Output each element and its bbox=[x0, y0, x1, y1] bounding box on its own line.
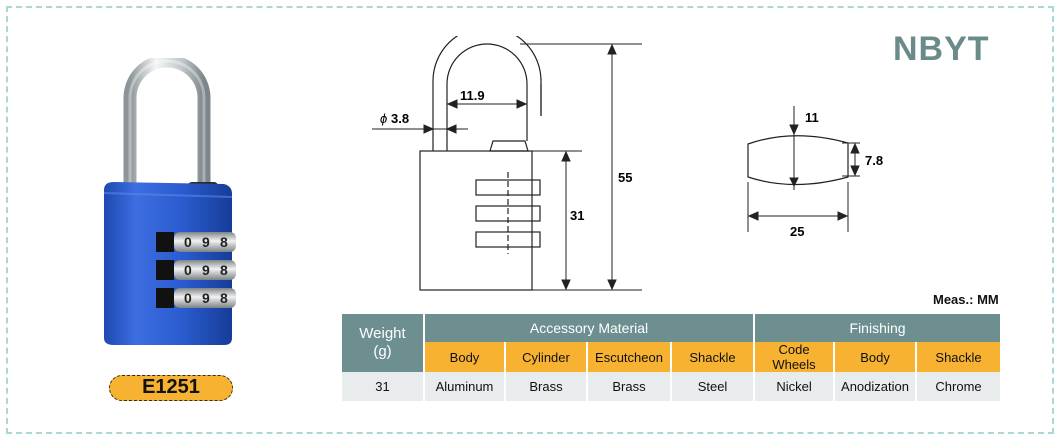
col-header: Code Wheels bbox=[753, 342, 835, 372]
table-cell: Brass bbox=[504, 372, 587, 401]
spec-table: Weight (g) Accessory Material Finishing … bbox=[342, 314, 1001, 401]
side-view-drawing: 11 7.8 25 bbox=[747, 106, 883, 238]
table-cell: Aluminum bbox=[423, 372, 505, 401]
col-header: Escutcheon bbox=[586, 342, 671, 372]
dim-side-width: 25 bbox=[790, 224, 804, 238]
col-header: Cylinder bbox=[504, 342, 587, 372]
col-header: Shackle bbox=[669, 342, 755, 372]
shackle-inner bbox=[128, 59, 206, 188]
page-frame bbox=[6, 6, 1054, 434]
table-cell: Brass bbox=[586, 372, 671, 401]
group-accessory-material: Accessory Material bbox=[422, 314, 755, 342]
table-cell: Chrome bbox=[915, 372, 1001, 401]
table-cell: Nickel bbox=[753, 372, 835, 401]
group-finishing: Finishing bbox=[753, 314, 1001, 342]
col-header: Body bbox=[833, 342, 917, 372]
digit: 0 bbox=[184, 290, 192, 306]
dim-side-top: 11 bbox=[805, 110, 819, 125]
front-view-drawing: 11.9 ϕ 3.8 55 31 bbox=[372, 36, 642, 291]
shackle bbox=[123, 58, 211, 188]
weight-value: 31 bbox=[342, 372, 424, 401]
weight-label: Weight bbox=[359, 325, 406, 342]
dim-side-thickness: 7.8 bbox=[865, 153, 883, 168]
digit: 0 bbox=[184, 262, 192, 278]
table-cell: Anodization bbox=[833, 372, 917, 401]
measurement-unit-note: Meas.: MM bbox=[933, 292, 999, 307]
code-wheel-row-3: 0 9 8 bbox=[156, 288, 236, 308]
digit: 8 bbox=[220, 290, 228, 306]
code-wheel-row-1: 0 9 8 bbox=[156, 232, 236, 252]
weight-header: Weight (g) bbox=[342, 314, 424, 372]
diameter-symbol: ϕ bbox=[380, 111, 387, 126]
digit: 8 bbox=[220, 262, 228, 278]
digit: 8 bbox=[220, 234, 228, 250]
brand-logo: NBYT bbox=[893, 30, 990, 68]
model-badge: E1251 bbox=[109, 375, 233, 401]
digit: 0 bbox=[184, 234, 192, 250]
dim-total-height: 55 bbox=[618, 170, 632, 185]
side-profile bbox=[747, 135, 849, 186]
dim-shackle-diameter: 3.8 bbox=[391, 111, 409, 126]
code-wheel-row-2: 0 9 8 bbox=[156, 260, 236, 280]
col-header: Body bbox=[423, 342, 505, 372]
weight-unit: (g) bbox=[373, 343, 392, 360]
digit: 9 bbox=[202, 290, 210, 306]
col-header: Shackle bbox=[915, 342, 1001, 372]
padlock-illustration: 0 9 8 0 9 8 0 9 8 bbox=[103, 58, 236, 345]
digit: 9 bbox=[202, 234, 210, 250]
digit: 9 bbox=[202, 262, 210, 278]
dim-body-height: 31 bbox=[570, 208, 584, 223]
table-cell: Steel bbox=[669, 372, 755, 401]
shackle-outline bbox=[432, 36, 542, 151]
dim-inner-width: 11.9 bbox=[460, 88, 485, 103]
